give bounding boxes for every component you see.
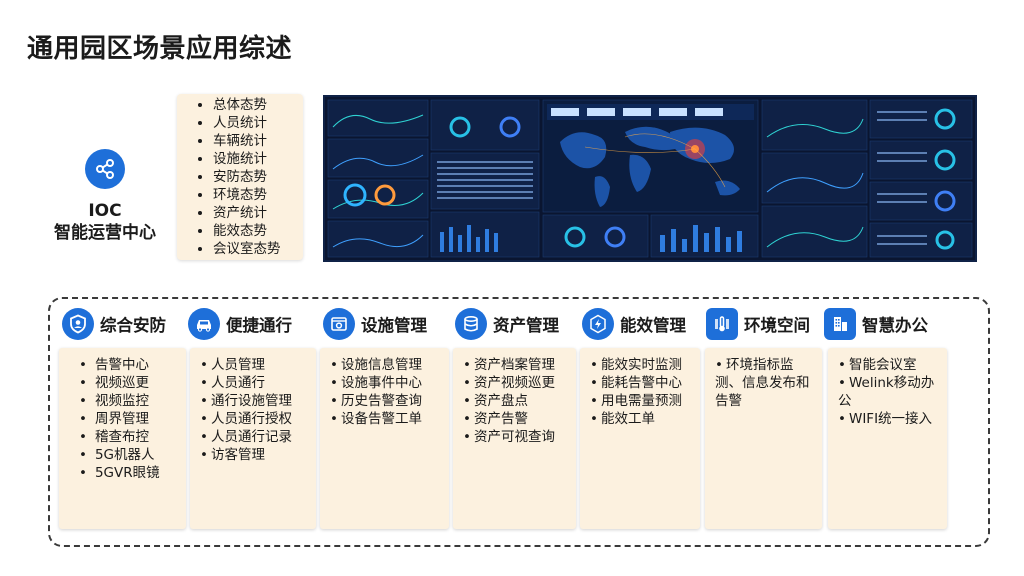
gear-screen-icon	[323, 308, 355, 340]
car-icon	[188, 308, 220, 340]
list-item: 通行设施管理	[200, 392, 310, 410]
list-item: 资产盘点	[463, 392, 570, 410]
list-item: 资产视频巡更	[463, 374, 570, 392]
list-item: 人员统计	[213, 114, 303, 132]
module-title: 能效管理	[620, 316, 686, 335]
modules-frame	[48, 297, 990, 547]
module-title: 智慧办公	[862, 316, 928, 335]
list-item: 能耗告警中心	[590, 374, 694, 392]
list-item: 车辆统计	[213, 132, 303, 150]
list-item: 能效态势	[213, 222, 303, 240]
module-title: 资产管理	[493, 316, 559, 335]
shield-user-icon	[62, 308, 94, 340]
list-item: 设施统计	[213, 150, 303, 168]
module-header-facility: 设施管理	[323, 306, 427, 342]
list-item: 5GVR眼镜	[79, 464, 180, 482]
list-item: 访客管理	[200, 446, 310, 464]
ioc-dashboard-screenshot	[323, 95, 977, 262]
list-item: 人员通行记录	[200, 428, 310, 446]
module-title: 便捷通行	[226, 316, 292, 335]
list-item: 环境态势	[213, 186, 303, 204]
list-item: Welink移动办公	[838, 374, 941, 410]
page-title: 通用园区场景应用综述	[27, 34, 293, 64]
list-item: 周界管理	[79, 410, 180, 428]
ioc-feature-list: 总体态势 人员统计 车辆统计 设施统计 安防态势 环境态势 资产统计 能效态势 …	[177, 94, 303, 260]
module-card-environment: 环境指标监测、信息发布和告警	[705, 348, 822, 529]
list-item: 会议室态势	[213, 240, 303, 258]
module-title: 设施管理	[361, 316, 427, 335]
module-card-access: 人员管理 人员通行 通行设施管理 人员通行授权 人员通行记录 访客管理	[190, 348, 316, 529]
list-item: 用电需量预测	[590, 392, 694, 410]
list-item: 人员管理	[200, 356, 310, 374]
list-item: 设施信息管理	[330, 356, 443, 374]
module-header-office: 智慧办公	[824, 306, 928, 342]
list-item: 设施事件中心	[330, 374, 443, 392]
list-item: 资产统计	[213, 204, 303, 222]
list-item: 设备告警工单	[330, 410, 443, 428]
list-item: 视频巡更	[79, 374, 180, 392]
module-header-security: 综合安防	[62, 306, 166, 342]
module-header-asset: 资产管理	[455, 306, 559, 342]
module-title: 综合安防	[100, 316, 166, 335]
module-card-facility: 设施信息管理 设施事件中心 历史告警查询 设备告警工单	[320, 348, 449, 529]
ioc-label-line1: IOC	[88, 201, 122, 221]
list-item: 资产档案管理	[463, 356, 570, 374]
list-item: 视频监控	[79, 392, 180, 410]
list-item: 安防态势	[213, 168, 303, 186]
module-card-energy: 能效实时监测 能耗告警中心 用电需量预测 能效工单	[580, 348, 700, 529]
list-item: 资产告警	[463, 410, 570, 428]
module-card-security: 告警中心 视频巡更 视频监控 周界管理 稽查布控 5G机器人 5GVR眼镜	[59, 348, 186, 529]
list-item: 人员通行	[200, 374, 310, 392]
database-icon	[455, 308, 487, 340]
module-header-energy: 能效管理	[582, 306, 686, 342]
list-item: 5G机器人	[79, 446, 180, 464]
list-item: 资产可视查询	[463, 428, 570, 446]
building-icon	[824, 308, 856, 340]
ioc-label: IOC 智能运营中心	[40, 200, 170, 244]
share-nodes-icon	[85, 149, 125, 189]
module-card-office: 智能会议室 Welink移动办公 WIFI统一接入	[828, 348, 947, 529]
list-item: 告警中心	[79, 356, 180, 374]
list-item: 人员通行授权	[200, 410, 310, 428]
list-item: 总体态势	[213, 96, 303, 114]
list-item: 智能会议室	[838, 356, 941, 374]
lightning-icon	[582, 308, 614, 340]
module-header-access: 便捷通行	[188, 306, 292, 342]
ioc-label-line2: 智能运营中心	[54, 223, 156, 243]
list-item: WIFI统一接入	[838, 410, 941, 428]
module-title: 环境空间	[744, 316, 810, 335]
module-card-asset: 资产档案管理 资产视频巡更 资产盘点 资产告警 资产可视查询	[453, 348, 576, 529]
list-item: 能效实时监测	[590, 356, 694, 374]
list-item: 能效工单	[590, 410, 694, 428]
module-header-environment: 环境空间	[706, 306, 810, 342]
list-item: 历史告警查询	[330, 392, 443, 410]
list-item: 稽查布控	[79, 428, 180, 446]
list-item: 环境指标监测、信息发布和告警	[715, 356, 816, 410]
thermometer-icon	[706, 308, 738, 340]
